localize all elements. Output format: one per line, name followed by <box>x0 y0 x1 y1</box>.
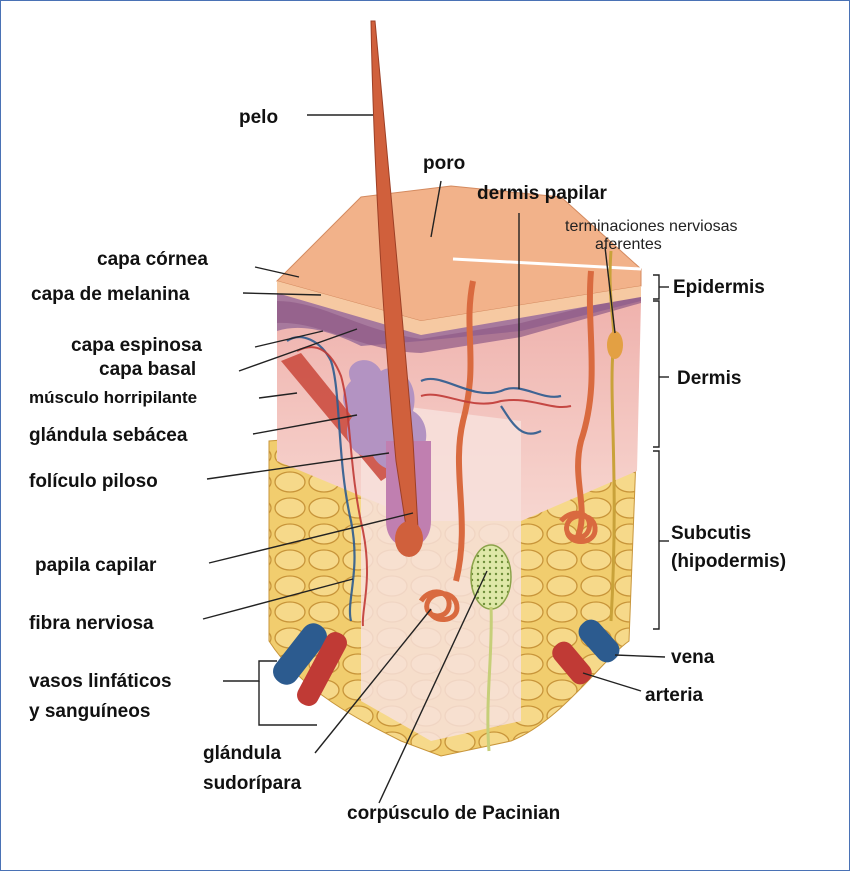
label-capa-melanina: capa de melanina <box>31 284 190 305</box>
label-dermis: Dermis <box>677 368 741 389</box>
label-capa-basal: capa basal <box>99 359 196 380</box>
label-subcutis-2: (hipodermis) <box>671 551 786 572</box>
label-vasos-1: vasos linfáticos <box>29 671 172 692</box>
label-dermis-papilar: dermis papilar <box>477 183 607 204</box>
label-arteria: arteria <box>645 685 704 706</box>
label-glandula-sud-2: sudorípara <box>203 773 302 794</box>
skin-illustration <box>268 21 641 756</box>
label-papila: papila capilar <box>35 555 157 576</box>
label-poro: poro <box>423 153 465 174</box>
label-vena: vena <box>671 647 715 668</box>
label-terminaciones-1: terminaciones nerviosas <box>565 218 738 235</box>
label-pelo: pelo <box>239 107 278 128</box>
label-glandula-sud-1: glándula <box>203 743 282 764</box>
label-terminaciones-2: aferentes <box>595 236 662 253</box>
label-subcutis-1: Subcutis <box>671 523 751 544</box>
label-pacinian: corpúsculo de Pacinian <box>347 803 560 824</box>
label-musculo: músculo horripilante <box>29 388 197 407</box>
pacinian-corpuscle-shape <box>471 545 511 609</box>
label-vasos-2: y sanguíneos <box>29 701 150 722</box>
label-glandula-sebacea: glándula sebácea <box>29 425 188 446</box>
label-fibra: fibra nerviosa <box>29 613 154 634</box>
label-capa-espinosa: capa espinosa <box>71 335 202 356</box>
label-foliculo: folículo piloso <box>29 471 158 492</box>
label-epidermis: Epidermis <box>673 277 765 298</box>
label-capa-cornea: capa córnea <box>97 249 208 270</box>
